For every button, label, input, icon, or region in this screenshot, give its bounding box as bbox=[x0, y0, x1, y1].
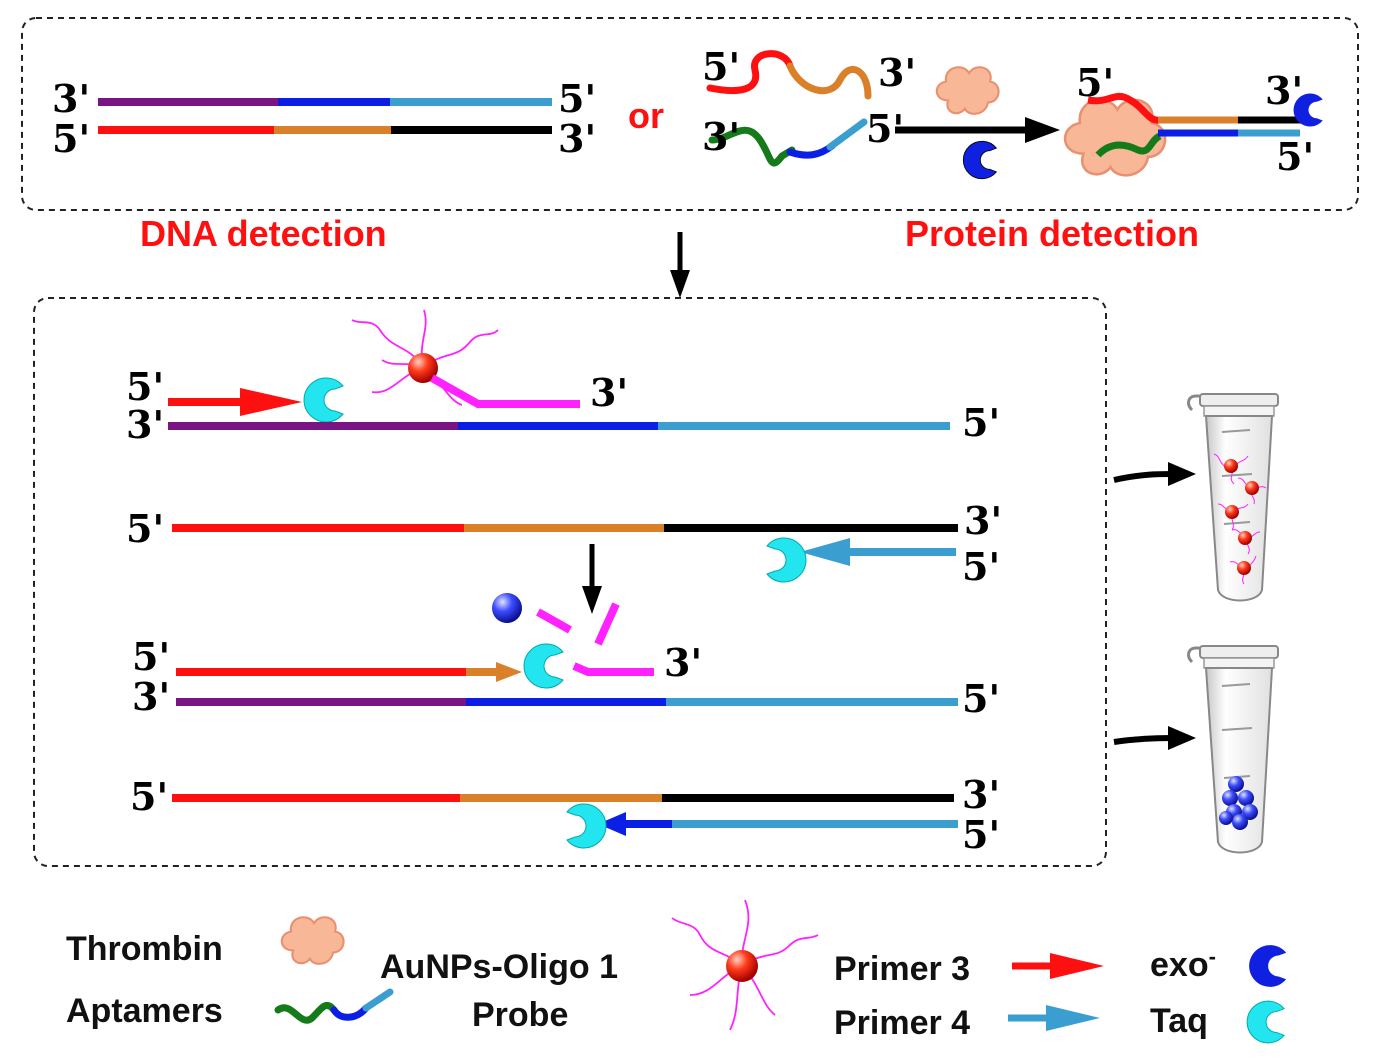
taq-polymerase-icon bbox=[523, 643, 564, 689]
legend-thrombin-label: Thrombin bbox=[66, 930, 223, 968]
label-5prime: 5' bbox=[962, 676, 1000, 721]
label-5prime: 5' bbox=[702, 44, 740, 89]
label-3prime: 3' bbox=[964, 498, 1002, 543]
label-5prime: 5' bbox=[1076, 60, 1114, 105]
aptamer-icon bbox=[274, 988, 394, 1024]
released-aunp-icon bbox=[492, 593, 522, 623]
label-5prime: 5' bbox=[962, 812, 1000, 857]
taq-polymerase-icon bbox=[303, 377, 344, 423]
label-5prime: 5' bbox=[558, 76, 596, 121]
label-5prime: 5' bbox=[130, 774, 168, 819]
label-3prime: 3' bbox=[126, 402, 164, 447]
taq-polymerase-icon bbox=[1246, 1000, 1285, 1044]
label-5prime: 5' bbox=[52, 116, 90, 161]
label-5prime: 5' bbox=[962, 400, 1000, 445]
aunp-oligo-probe bbox=[351, 309, 580, 408]
taq-polymerase-icon bbox=[766, 537, 807, 583]
legend-taq-label: Taq bbox=[1150, 1002, 1208, 1040]
label-3prime: 3' bbox=[52, 76, 90, 121]
taq-polymerase-icon bbox=[566, 803, 607, 849]
cleaved-probe-fragments bbox=[536, 602, 654, 676]
or-text: or bbox=[628, 95, 664, 136]
aunp-oligo-icon bbox=[671, 899, 819, 1031]
label-5prime: 5' bbox=[126, 506, 164, 551]
primer4-strand-row2 bbox=[800, 538, 956, 566]
label-3prime: 3' bbox=[664, 640, 702, 685]
reaction-arrow bbox=[895, 117, 1060, 143]
legend-aunps-label: AuNPs-Oligo 1 bbox=[380, 948, 618, 986]
primer3-arrow-icon bbox=[1012, 953, 1104, 979]
legend-aptamers-label: Aptamers bbox=[66, 992, 223, 1030]
protein-detection-title: Protein detection bbox=[905, 213, 1199, 254]
label-5prime: 5' bbox=[962, 544, 1000, 589]
legend-probe-label: Probe bbox=[472, 996, 568, 1034]
extended-primer4-row4 bbox=[598, 812, 958, 836]
down-arrow bbox=[670, 232, 690, 298]
dna-target-duplex bbox=[98, 98, 552, 134]
top-panel-border bbox=[21, 17, 1359, 211]
thrombin-icon bbox=[935, 66, 1000, 115]
dna-detection-title: DNA detection bbox=[140, 213, 387, 254]
label-5prime: 5' bbox=[1276, 134, 1314, 179]
legend-exo-label: exo- bbox=[1150, 944, 1216, 984]
thrombin-icon bbox=[280, 916, 345, 965]
result-arrow-red bbox=[1113, 462, 1196, 486]
protein-complex bbox=[1063, 92, 1323, 177]
tube-dispersed-red bbox=[1187, 393, 1279, 602]
tube-aggregated-blue bbox=[1187, 645, 1279, 854]
aptamer-probes bbox=[706, 50, 872, 167]
main-panel-border bbox=[33, 297, 1107, 867]
result-arrow-blue bbox=[1113, 726, 1196, 750]
label-3prime: 3' bbox=[1265, 68, 1303, 113]
label-3prime: 3' bbox=[558, 116, 596, 161]
extended-primer3-row3 bbox=[176, 662, 522, 682]
label-3prime: 3' bbox=[962, 772, 1000, 817]
label-5prime: 5' bbox=[126, 364, 164, 409]
legend-primer3-label: Primer 3 bbox=[834, 950, 970, 988]
label-3prime: 3' bbox=[132, 674, 170, 719]
label-3prime: 3' bbox=[878, 50, 916, 95]
label-3prime: 3' bbox=[590, 370, 628, 415]
down-arrow bbox=[582, 544, 602, 614]
label-5prime: 5' bbox=[132, 634, 170, 679]
label-3prime: 3' bbox=[702, 114, 740, 159]
primer3-strand-row1 bbox=[168, 388, 302, 416]
exo-polymerase-icon bbox=[962, 140, 997, 180]
exo-polymerase-icon bbox=[1249, 945, 1287, 987]
primer4-arrow-icon bbox=[1008, 1005, 1100, 1031]
legend-primer4-label: Primer 4 bbox=[834, 1004, 970, 1042]
